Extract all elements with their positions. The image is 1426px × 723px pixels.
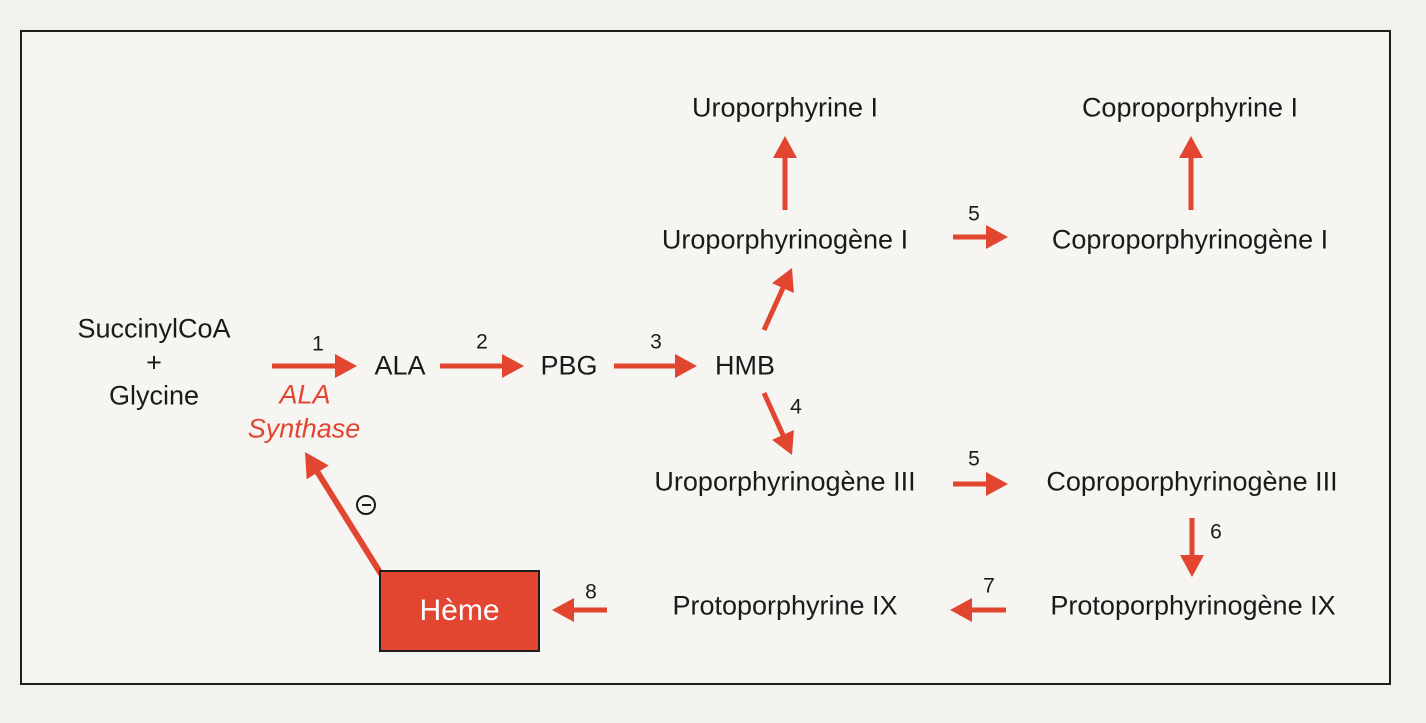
arrow-hmb-to-uroporphyrinogene-1 bbox=[761, 268, 794, 332]
arrow-step-5-top bbox=[953, 225, 1008, 249]
node-ala: ALA bbox=[374, 350, 426, 381]
arrow-to-coproporphyrine-1 bbox=[1179, 136, 1203, 210]
node-uroporphyrine-1: Uroporphyrine I bbox=[691, 92, 879, 123]
node-coproporphyrinogene-1: Coproporphyrinogène I bbox=[1051, 224, 1329, 255]
arrow-step-8 bbox=[552, 598, 607, 622]
arrow-step-5-bottom bbox=[953, 472, 1008, 496]
arrow-step-2 bbox=[440, 354, 524, 378]
heme-label: Hème bbox=[419, 594, 500, 627]
node-glycine: Glycine bbox=[108, 380, 200, 411]
node-succinylcoa: SuccinylCoA bbox=[77, 313, 231, 344]
arrow-step-3 bbox=[614, 354, 697, 378]
node-uroporphyrinogene-1: Uroporphyrinogène I bbox=[661, 224, 909, 255]
node-protoporphyrinogene-9: Protoporphyrinogène IX bbox=[1050, 590, 1336, 621]
step-number-1: 1 bbox=[312, 332, 324, 356]
heme-box: Hème bbox=[379, 570, 540, 652]
diagram-frame bbox=[20, 30, 1391, 685]
step-number-4: 4 bbox=[790, 395, 802, 419]
step-number-3: 3 bbox=[650, 330, 662, 354]
node-plus: + bbox=[146, 347, 162, 378]
node-coproporphyrinogene-3: Coproporphyrinogène III bbox=[1046, 466, 1338, 497]
node-uroporphyrinogene-3: Uroporphyrinogène III bbox=[654, 466, 916, 497]
step-number-7: 7 bbox=[983, 574, 995, 598]
inhibition-icon bbox=[356, 495, 376, 515]
enzyme-label-line1: ALA bbox=[279, 379, 331, 410]
step-number-5-top: 5 bbox=[968, 202, 980, 226]
arrow-heme-feedback bbox=[305, 452, 384, 576]
enzyme-label-line2: Synthase bbox=[247, 413, 361, 444]
step-number-5-bottom: 5 bbox=[968, 447, 980, 471]
arrow-step-4 bbox=[761, 391, 794, 455]
arrow-step-1 bbox=[272, 354, 357, 378]
node-coproporphyrine-1: Coproporphyrine I bbox=[1081, 92, 1299, 123]
node-protoporphyrine-9: Protoporphyrine IX bbox=[672, 590, 898, 621]
node-pbg: PBG bbox=[540, 350, 598, 381]
node-hmb: HMB bbox=[715, 350, 775, 381]
arrow-to-uroporphyrine-1 bbox=[773, 136, 797, 210]
arrow-step-6 bbox=[1180, 518, 1204, 577]
arrow-step-7 bbox=[950, 598, 1006, 622]
step-number-6: 6 bbox=[1210, 520, 1222, 544]
step-number-2: 2 bbox=[476, 330, 488, 354]
step-number-8: 8 bbox=[585, 580, 597, 604]
